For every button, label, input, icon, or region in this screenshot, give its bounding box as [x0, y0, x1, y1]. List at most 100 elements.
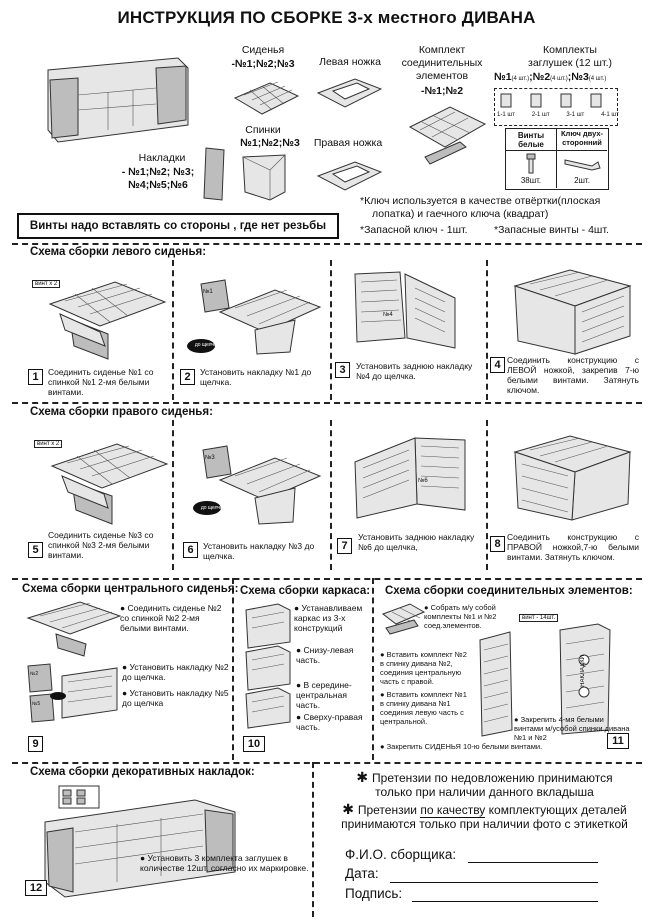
page-title: ИНСТРУКЦИЯ ПО СБОРКЕ 3-х местного ДИВАНА — [117, 8, 536, 27]
step-4-number: 4 — [490, 357, 505, 373]
seats-title: Сиденья — [241, 44, 285, 56]
step-3-number: 3 — [335, 362, 350, 378]
divider — [12, 578, 642, 580]
screws-qty: 38шт. — [520, 176, 542, 185]
spare-screws-note: *Запасные винты - 4шт. — [494, 224, 609, 236]
step-2-text: Установить накладку №1 до щелчка. — [200, 367, 312, 387]
step-11-text-c: ● Вставить комплект №1 в спинку дивана №… — [380, 690, 467, 726]
covers-numbers-2: №4;№5;№6 — [128, 179, 188, 191]
step11-screws-tag: винт - 14шт. — [519, 614, 559, 622]
key-note-2: лопатка) и гаечного ключа (квадрат) — [372, 208, 549, 220]
step-11-text-d: ● Закрепить 4-мя белыми винтами м/усобой… — [514, 715, 630, 742]
step-7-text: Установить заднюю накладку №6 до щелчка, — [358, 532, 475, 552]
step-10-text-a: ● Устанавливаем каркас из 3-х конструкци… — [294, 603, 363, 633]
step3-cover-label: №4 — [383, 312, 393, 318]
connector-numbers: -№1;№2 — [420, 85, 464, 97]
key-note-1: *Ключ используется в качестве отвёртки(п… — [360, 195, 601, 207]
right-leg-illustration — [316, 161, 383, 191]
section-center-seat-title: Схема сборки центрального сиденья: — [22, 583, 239, 595]
step2-illustration — [187, 279, 322, 355]
screw-x2-tag: винт х 2 — [34, 440, 63, 448]
screw-x2-tag: винт х 2 — [32, 280, 61, 288]
step11-side-label: НАКЛАДКИ — [580, 655, 586, 687]
step7-illustration — [354, 437, 466, 519]
back-part-illustration — [242, 154, 286, 201]
step-6-number: 6 — [183, 542, 198, 558]
divider — [12, 402, 642, 404]
step-12-number: 12 — [25, 880, 47, 896]
backs-numbers: №1;№2;№3 — [240, 137, 300, 149]
plug-label-3: 3-1 шт — [566, 112, 585, 118]
step-1-number: 1 — [28, 369, 43, 385]
seats-numbers: -№1;№2;№3 — [231, 58, 295, 70]
step10-illustration — [245, 603, 291, 729]
divider — [12, 243, 642, 245]
section-left-seat-title: Схема сборки левого сиденья: — [30, 246, 207, 258]
step-10-number: 10 — [243, 736, 265, 752]
sofa-illustration — [47, 57, 189, 143]
plug-labels: 1-1 шт 2-1 шт 3-1 шт 4-1 шт — [497, 112, 619, 118]
section-frame-title: Схема сборки каркаса: — [240, 585, 371, 597]
divider — [232, 578, 234, 760]
step6-illustration — [193, 445, 322, 525]
step1-illustration — [48, 281, 167, 360]
plug-set-2-qty: (4 шт.) — [550, 76, 568, 82]
step-9-text-c: ● Установить накладку №5 до щелчка — [122, 688, 229, 708]
assembler-field[interactable] — [468, 862, 598, 863]
step-5-number: 5 — [28, 542, 43, 558]
signature-field[interactable] — [412, 901, 598, 902]
step-3-text: Установить заднюю накладку №4 до щелчка. — [356, 361, 473, 381]
divider — [486, 420, 488, 570]
step-9-text-a: ● Соединить сиденье №2 со спинкой №2 2-м… — [120, 603, 222, 633]
plug-set-1: №1 — [494, 71, 512, 83]
plug-set-3-qty: (4 шт.) — [588, 76, 607, 82]
step-1-text: Соединить сиденье №1 со спинкой №1 2-мя … — [48, 367, 154, 397]
divider — [172, 420, 174, 570]
seat-part-illustration — [233, 81, 300, 115]
step-12-text: ● Установить 3 комплекта заглушек в коли… — [140, 853, 309, 873]
plug-label-2: 2-1 шт — [531, 112, 550, 118]
hardware-table — [505, 128, 609, 190]
key-icon — [564, 159, 601, 171]
divider — [330, 260, 332, 400]
section-decor-title: Схема сборки декоративных накладок: — [30, 766, 255, 778]
plugs-title-2: заглушек (12 шт.) — [528, 57, 612, 69]
screws-header: Винты белые — [517, 131, 545, 149]
step-2-number: 2 — [180, 369, 195, 385]
step9-cover2-label: №2 — [30, 671, 39, 677]
divider — [12, 762, 642, 764]
step4-illustration — [513, 269, 632, 355]
step-9-text-b: ● Установить накладку №2 до щелчка. — [122, 662, 229, 682]
connector-title-2: соединительных — [401, 57, 483, 69]
plugs-title-1: Комплекты — [543, 44, 597, 56]
cover-part-illustration — [203, 147, 225, 201]
step9-illustration-covers — [27, 663, 118, 723]
plug-set-2: №2 — [532, 71, 551, 83]
step-11-text-a: ● Собрать м/у собой комплекты №1 и №2 со… — [424, 603, 497, 630]
key-qty: 2шт. — [574, 176, 590, 185]
plugs-numbers: №1(4 шт.);№2(4 шт.);№3(4 шт.) — [494, 71, 607, 83]
step-11-text-e: ● Закрепить СИДЕНЬЯ 10-ю белыми винтами. — [380, 742, 543, 751]
divider — [312, 762, 314, 917]
divider — [486, 260, 488, 400]
key-header: Ключ двух-сторонний — [560, 129, 603, 147]
date-label: Дата: — [345, 866, 379, 881]
step12-illustration — [44, 785, 236, 898]
assembler-label: Ф.И.О. сборщика: — [345, 847, 457, 862]
step6-click-label: до щелчка — [200, 505, 226, 511]
signature-label: Подпись: — [345, 886, 403, 901]
step2-click-label: до щелчка — [194, 342, 220, 348]
step11-frame-illustration — [479, 623, 611, 737]
section-connectors-title: Схема сборки соединительных элементов: — [385, 585, 633, 597]
step-4-text: Соединить конструкцию с ЛЕВОЙ ножкой, за… — [507, 355, 639, 395]
step-11-number: 11 — [607, 733, 629, 749]
left-leg-title: Левая ножка — [319, 56, 381, 68]
step6-cover-label: №3 — [205, 455, 215, 461]
date-field[interactable] — [390, 882, 598, 883]
step-10-text-d: ● Сверху-правая часть. — [296, 712, 363, 732]
step-6-text: Установить накладку №3 до щелчка. — [203, 541, 315, 561]
plug-set-1-qty: (4 шт.) — [511, 76, 530, 82]
connector-illustration — [408, 106, 487, 165]
step-11-text-b: ● Вставить комплект №2 в спинку дивана №… — [380, 650, 467, 686]
